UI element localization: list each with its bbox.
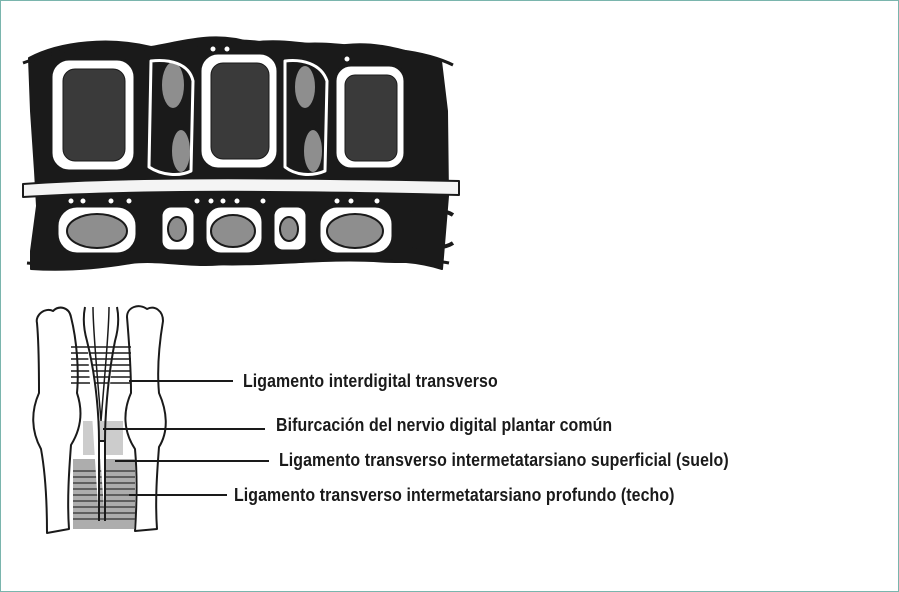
interosseous-muscle-3 — [293, 64, 317, 110]
lateral-tendon-ends — [410, 207, 455, 251]
intermetatarsal-space-1 — [147, 59, 195, 176]
digital-nerve-branch-inner — [92, 306, 110, 422]
metatarsal-marrow-2 — [210, 62, 270, 160]
metatarsal-marrow-3 — [344, 74, 398, 162]
interosseous-muscle-2 — [170, 128, 192, 174]
flexor-tendon-2 — [210, 214, 256, 248]
digital-nerve-1 — [167, 216, 187, 242]
interosseous-muscle-4 — [302, 128, 324, 174]
digital-nerve — [82, 306, 120, 521]
label-interdigital-ligament: Ligamento interdigital transverso — [243, 370, 498, 391]
flexor-tendon-3 — [326, 213, 384, 249]
cross-section-drawing — [22, 36, 460, 271]
interosseous-muscle-1 — [160, 60, 186, 110]
digital-nerve-2 — [279, 216, 299, 242]
metatarsal-marrow-1 — [62, 68, 126, 162]
label-superficial-ligament: Ligamento transverso intermetatarsiano s… — [279, 449, 729, 470]
flexor-tendon-1 — [66, 213, 128, 249]
plantar-skin-line — [26, 258, 450, 267]
dorsal-view-drawing — [32, 305, 269, 534]
plantar-fascia-band — [22, 177, 460, 198]
label-nerve-bifurcation: Bifurcación del nervio digital plantar c… — [276, 414, 613, 435]
right-phalanx — [124, 305, 167, 532]
dorsal-skin-line — [22, 39, 454, 67]
label-deep-ligament: Ligamento transverso intermetatarsiano p… — [234, 484, 675, 505]
neurovascular-dots — [67, 45, 381, 205]
intermetatarsal-space-2 — [283, 59, 329, 176]
left-phalanx — [32, 306, 82, 534]
